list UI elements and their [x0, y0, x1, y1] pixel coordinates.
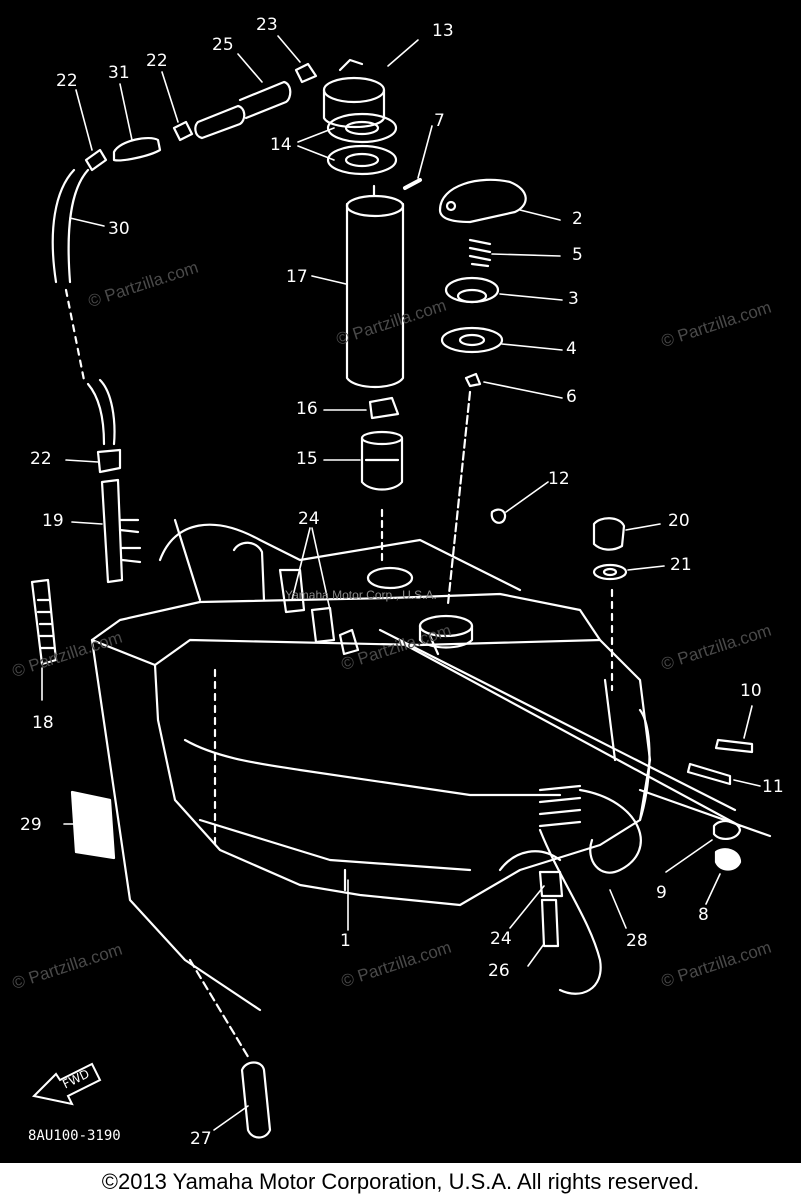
vent-hose-run — [51, 62, 318, 584]
callout-27: 27 — [190, 1129, 212, 1149]
callout-10: 10 — [740, 681, 762, 701]
callout-14: 14 — [270, 135, 292, 155]
part-code: 8AU100-3190 — [28, 1128, 121, 1144]
callout-20: 20 — [668, 511, 690, 531]
diagram-drawing — [30, 35, 772, 1139]
callout-22: 22 — [30, 449, 52, 469]
callout-7: 7 — [434, 111, 445, 131]
callout-21: 21 — [670, 555, 692, 575]
filler-assembly — [322, 58, 405, 388]
callout-31: 31 — [108, 63, 130, 83]
callout-19: 19 — [42, 511, 64, 531]
fwd-arrow — [31, 1062, 102, 1106]
callout-17: 17 — [286, 267, 308, 287]
callout-29: 29 — [20, 815, 42, 835]
return-hose — [188, 541, 642, 1139]
callout-24: 24 — [490, 929, 512, 949]
callout-24: 24 — [298, 509, 320, 529]
callout-16: 16 — [296, 399, 318, 419]
callout-22: 22 — [146, 51, 168, 71]
callout-26: 26 — [488, 961, 510, 981]
leader-lines — [41, 35, 761, 1131]
callout-13: 13 — [432, 21, 454, 41]
oem-mark: Yamaha Motor Corp., U.S.A. — [285, 588, 437, 602]
right-parts — [378, 508, 772, 871]
callout-15: 15 — [296, 449, 318, 469]
left-parts — [30, 578, 116, 860]
fuel-tank — [90, 518, 652, 1012]
callout-4: 4 — [566, 339, 577, 359]
fuel-filter — [360, 396, 414, 590]
callout-23: 23 — [256, 15, 278, 35]
callout-8: 8 — [698, 905, 709, 925]
callout-1: 1 — [340, 931, 351, 951]
callout-25: 25 — [212, 35, 234, 55]
callout-3: 3 — [568, 289, 579, 309]
callout-28: 28 — [626, 931, 648, 951]
callout-2: 2 — [572, 209, 583, 229]
callout-30: 30 — [108, 219, 130, 239]
copyright-footer: ©2013 Yamaha Motor Corporation, U.S.A. A… — [101, 1169, 700, 1194]
callout-11: 11 — [762, 777, 784, 797]
callout-6: 6 — [566, 387, 577, 407]
callout-9: 9 — [656, 883, 667, 903]
callout-18: 18 — [32, 713, 54, 733]
parts-diagram: © Partzilla.com © Partzilla.com © Partzi… — [0, 0, 801, 1163]
callout-22: 22 — [56, 71, 78, 91]
callout-12: 12 — [548, 469, 570, 489]
callout-5: 5 — [572, 245, 583, 265]
cap-group — [403, 178, 527, 649]
